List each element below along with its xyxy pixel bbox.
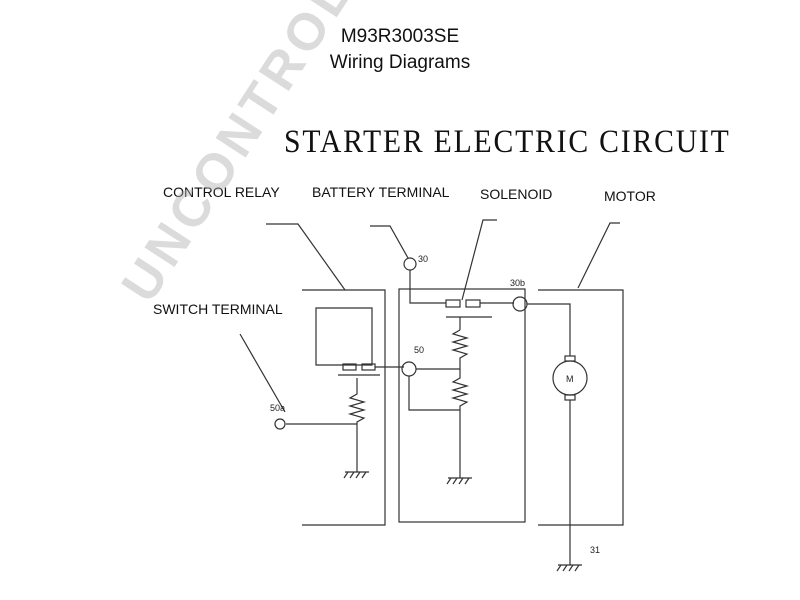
solenoid-leader xyxy=(461,219,497,301)
terminal-30b-label: 30b xyxy=(510,278,525,288)
label-motor: MOTOR xyxy=(604,188,656,204)
motor-brush-bottom xyxy=(564,394,576,401)
label-battery-terminal: BATTERY TERMINAL xyxy=(312,184,450,200)
diagram-subtitle: Wiring Diagrams xyxy=(329,52,471,73)
battery-feed-wire xyxy=(409,270,446,304)
label-switch-terminal: SWITCH TERMINAL xyxy=(153,301,283,317)
hold-coil-return-wire xyxy=(408,376,460,411)
label-control-relay: CONTROL RELAY xyxy=(163,184,280,200)
motor-ground-symbol xyxy=(556,564,582,572)
motor-feed-wire xyxy=(527,303,571,356)
diagram-model-title: M93R3003SE xyxy=(340,26,460,47)
terminal-50-label: 50 xyxy=(414,345,424,355)
terminal-50a-label: 50a xyxy=(270,403,285,413)
circuit-title: STARTER ELECTRIC CIRCUIT xyxy=(284,124,731,160)
control-relay-box xyxy=(302,289,386,526)
motor-brush-top xyxy=(564,355,576,362)
relay-coil xyxy=(347,378,367,470)
terminal-31-label: 31 xyxy=(590,545,600,555)
battery-terminal-leader xyxy=(370,225,409,259)
solenoid-contact-right xyxy=(465,299,481,308)
solenoid-box xyxy=(398,288,526,523)
switch-terminal-circle xyxy=(274,418,286,430)
motor-leader xyxy=(577,222,620,289)
solenoid-ground-symbol xyxy=(446,477,472,485)
terminal-30-label: 30 xyxy=(418,254,428,264)
control-relay-leader xyxy=(266,223,346,291)
label-solenoid: SOLENOID xyxy=(480,186,553,202)
relay-contact-left xyxy=(342,363,357,371)
battery-terminal-circle xyxy=(403,257,417,271)
motor-symbol-label: M xyxy=(566,374,574,384)
terminal-50-circle xyxy=(401,361,417,377)
relay-ground-symbol xyxy=(343,471,369,479)
switch-terminal-leader xyxy=(239,333,286,413)
relay-inner-frame xyxy=(315,307,373,366)
solenoid-hold-in-coil xyxy=(450,370,470,478)
solenoid-pull-in-coil xyxy=(450,329,470,370)
motor-frame xyxy=(538,289,624,526)
solenoid-contact-left xyxy=(445,299,461,308)
